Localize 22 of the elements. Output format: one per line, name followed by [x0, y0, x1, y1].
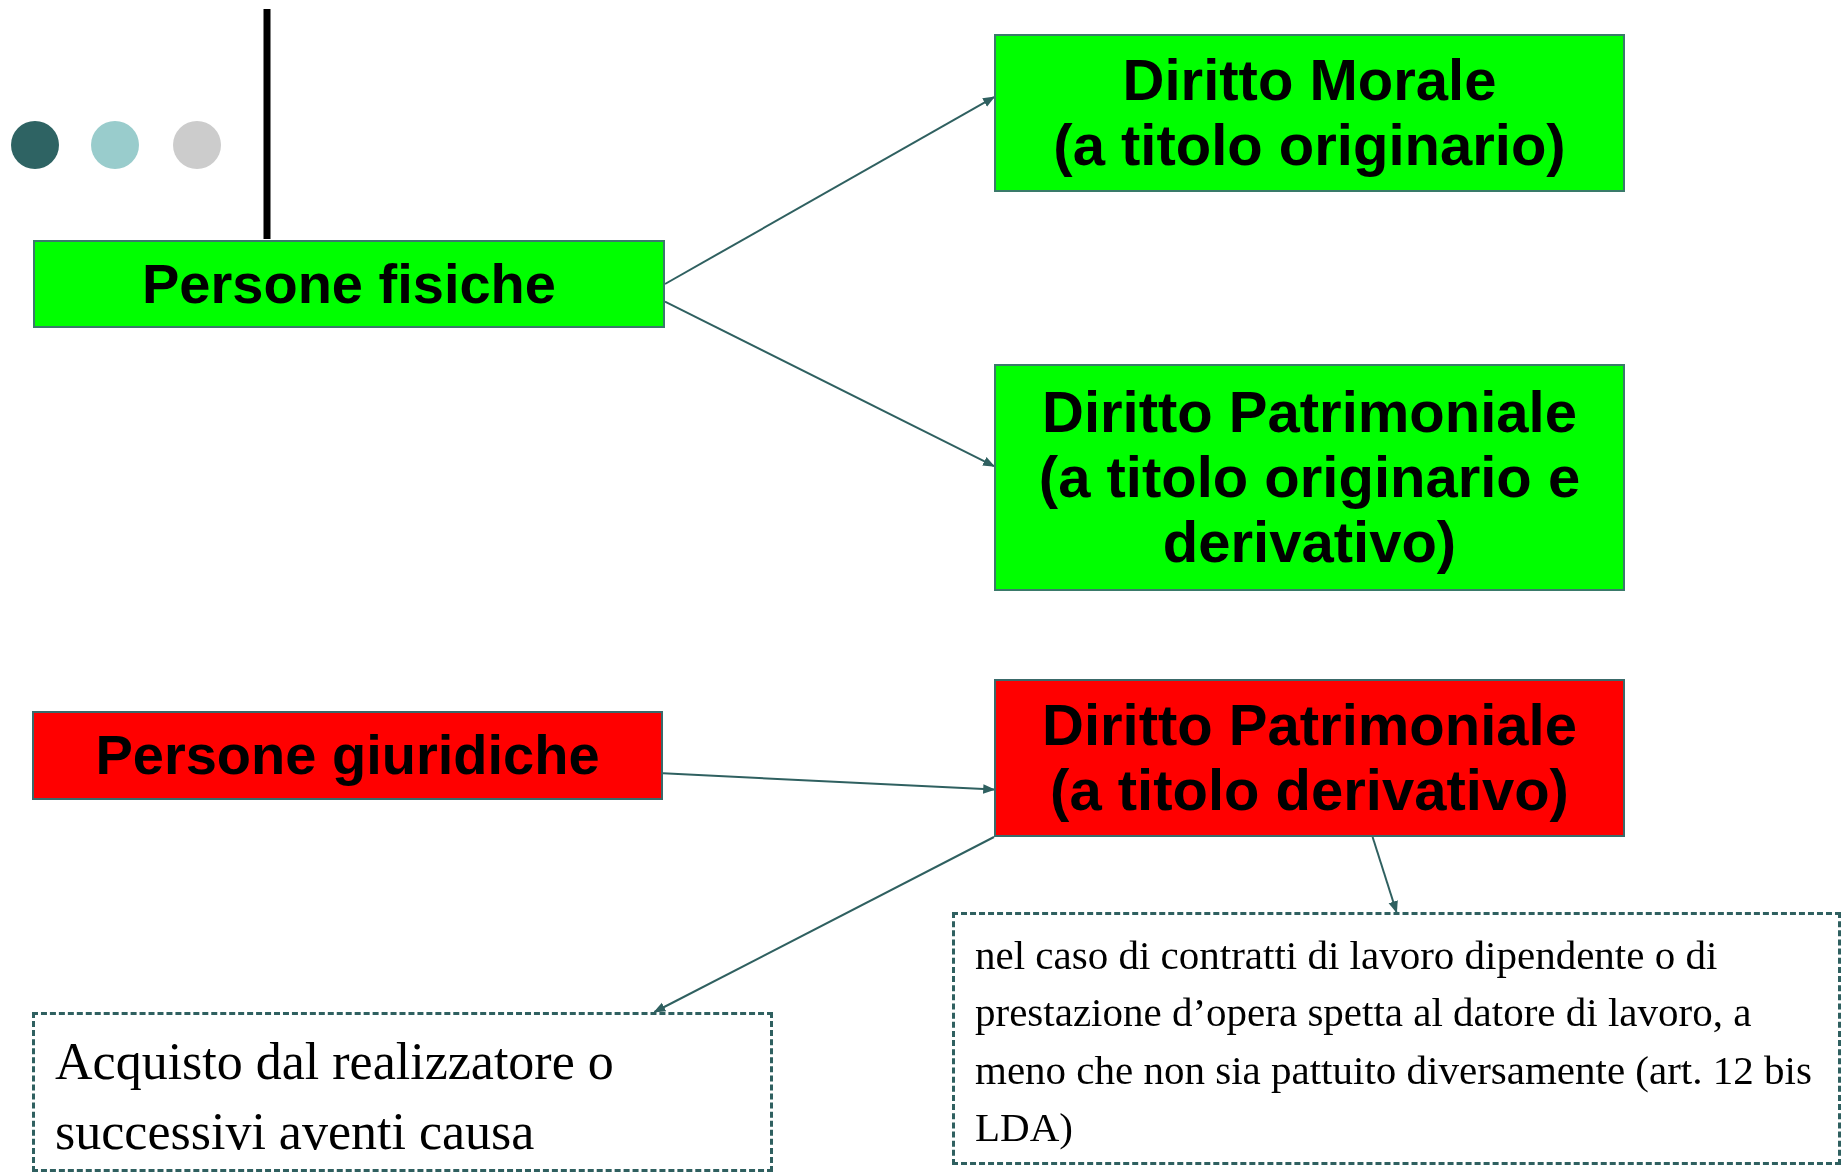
box-text: (a titolo originario e derivativo)	[1037, 445, 1582, 575]
box-text: (a titolo originario)	[1053, 113, 1566, 178]
box-text: nel caso di contratti di lavoro dipendente o di prestazione d’opera spetta al datore di lavoro, a meno che non sia pattuito diversamente (art. 12 bis LDA)	[975, 931, 1813, 1153]
box-text: Diritto Patrimoniale	[1042, 693, 1577, 758]
box-text: Diritto Morale	[1122, 48, 1497, 113]
label-box	[32, 711, 663, 800]
label-box	[994, 34, 1625, 192]
box-text: Persone fisiche	[142, 252, 556, 316]
note-box	[952, 912, 1841, 1165]
note-box	[32, 1012, 773, 1172]
box-text: Acquisto dal realizzatore o successivi aventi causa	[55, 1032, 615, 1163]
arrow	[664, 300, 996, 468]
label-box	[994, 679, 1625, 837]
box-text: Persone giuridiche	[95, 724, 600, 787]
arrow	[653, 836, 995, 1013]
arrow	[1371, 836, 1398, 914]
arrow	[664, 96, 996, 285]
box-text: (a titolo derivativo)	[1050, 758, 1569, 823]
label-box	[33, 240, 665, 328]
label-box	[994, 364, 1625, 591]
arrow	[662, 772, 996, 794]
box-text: Diritto Patrimoniale	[1042, 380, 1577, 445]
